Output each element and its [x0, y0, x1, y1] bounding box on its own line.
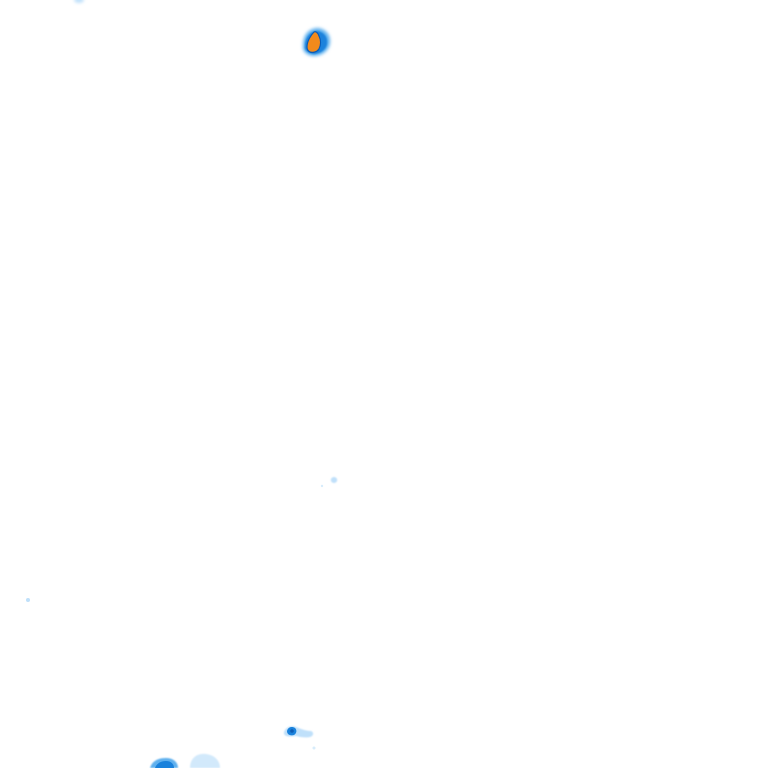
precip-cell-center: [320, 477, 338, 488]
precip-cell-bottom-center: [283, 726, 316, 750]
storm-core-hotspot: [306, 31, 322, 53]
precip-cell-bottom-left: [150, 753, 220, 768]
precip-cell-top-edge: [74, 0, 84, 3]
storm-cell-main: [302, 28, 331, 56]
precip-cell-left: [26, 598, 30, 602]
